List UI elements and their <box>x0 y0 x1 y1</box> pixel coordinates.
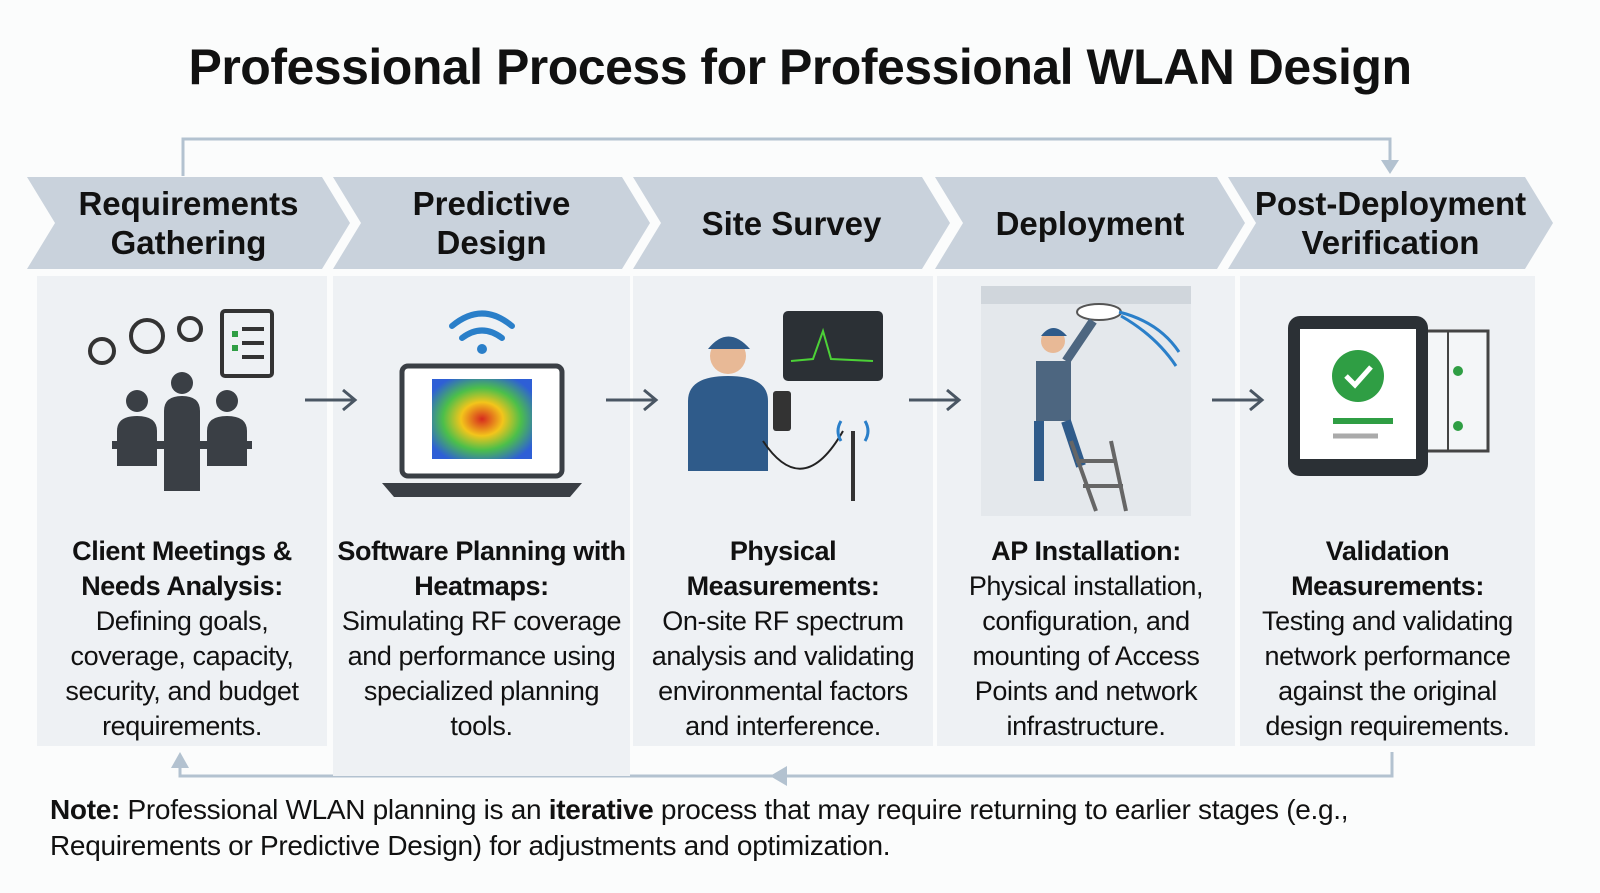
arrow-right-icon <box>606 388 659 412</box>
step-chevron-predictive: Predictive Design <box>333 177 650 269</box>
step-heading: AP Installation: <box>991 536 1181 566</box>
iteration-note: Note: Professional WLAN planning is an i… <box>50 794 1349 861</box>
arrow-right-icon <box>1212 388 1265 412</box>
arrow-right-icon <box>909 388 962 412</box>
step-chevron-requirements: Requirements Gathering <box>27 177 350 269</box>
step-description: Simulating RF coverage and performance u… <box>341 606 622 741</box>
step-description: Testing and validating network performan… <box>1262 606 1513 741</box>
step-heading: Validation Measurements: <box>1291 536 1484 601</box>
step-description: On-site RF spectrum analysis and validat… <box>651 606 915 741</box>
meeting-icon <box>37 286 327 516</box>
step-chevron-post-deployment: Post-Deployment Verification <box>1228 177 1553 269</box>
step-panel-predictive: Software Planning with Heatmaps:Simulati… <box>333 276 630 776</box>
step-panel-site-survey: Physical Measurements:On-site RF spectru… <box>633 276 933 746</box>
step-panel-post-deployment: Validation Measurements:Testing and vali… <box>1240 276 1535 746</box>
page-title: Professional Process for Professional WL… <box>188 39 1412 95</box>
installer-icon <box>937 286 1235 516</box>
step-chevron-deployment: Deployment <box>935 177 1245 269</box>
step-panel-deployment: AP Installation: Physical installation, c… <box>937 276 1235 746</box>
step-panel-requirements: Client Meetings & Needs Analysis:Definin… <box>37 276 327 746</box>
step-chevron-site-survey: Site Survey <box>633 177 950 269</box>
surveyor-icon <box>633 286 933 516</box>
step-heading: Software Planning with Heatmaps: <box>337 536 626 601</box>
tablet-check-icon <box>1240 286 1535 516</box>
step-description: Defining goals, coverage, capacity, secu… <box>65 606 299 741</box>
step-description: Physical installation, configuration, an… <box>968 571 1204 741</box>
step-heading: Physical Measurements: <box>686 536 880 601</box>
step-heading: Client Meetings & Needs Analysis: <box>72 536 292 601</box>
arrow-right-icon <box>305 388 358 412</box>
laptop-heatmap-icon <box>333 286 630 516</box>
